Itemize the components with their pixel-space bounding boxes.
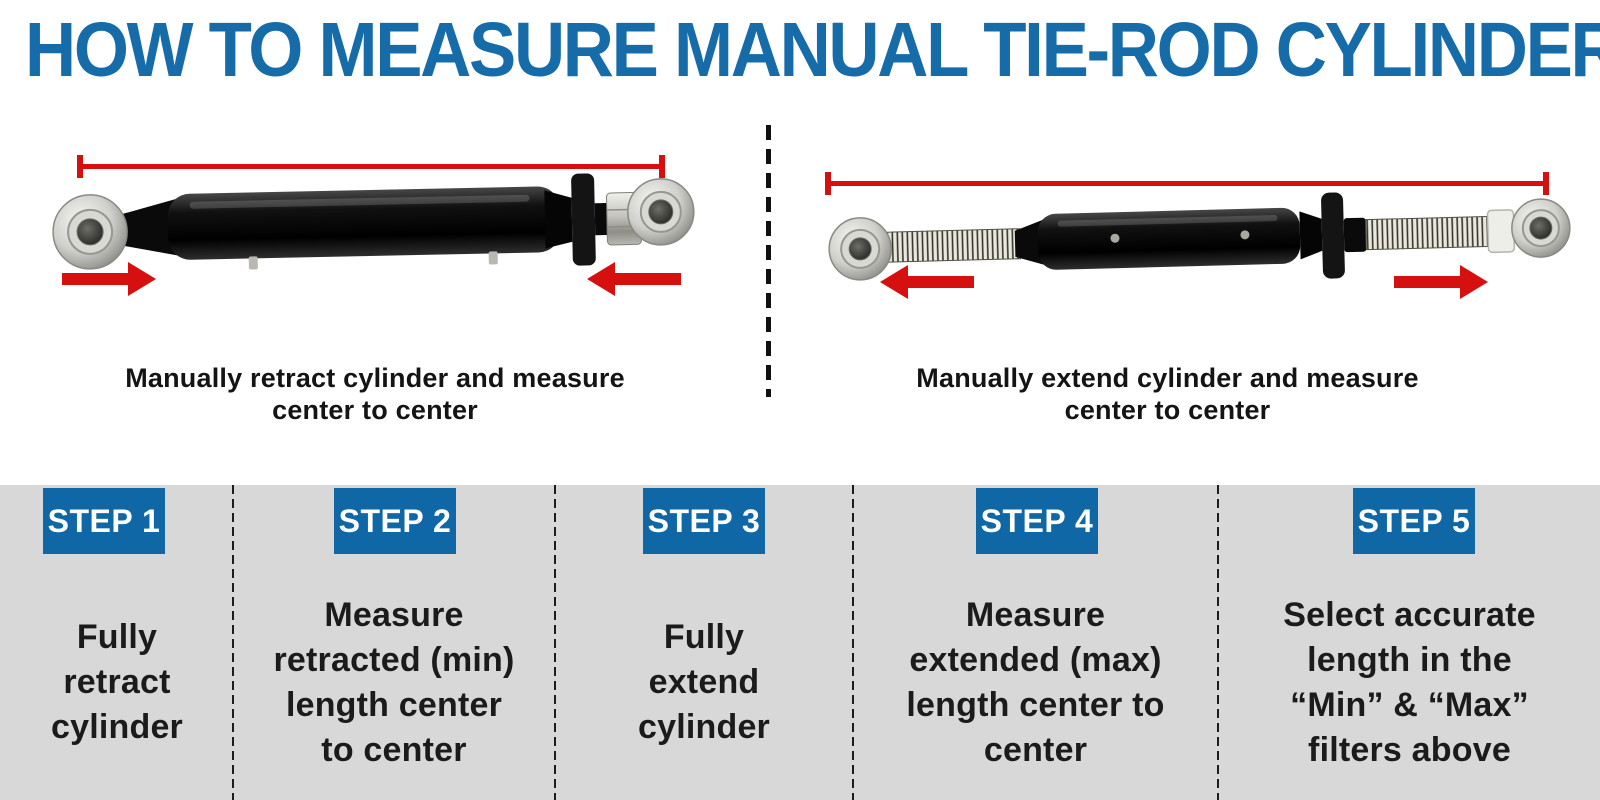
- step-2-text: Measure retracted (min) length center to…: [234, 565, 554, 800]
- retracted-cylinder-photo: [52, 155, 695, 296]
- step-3-line-3: cylinder: [638, 708, 770, 746]
- step-5-text: Select accurate length in the “Min” & “M…: [1219, 565, 1600, 800]
- step-3-text: Fully extend cylinder: [556, 565, 852, 800]
- retract-arrow-left-icon: [587, 262, 681, 296]
- step-divider-1: [232, 485, 234, 800]
- page-title: HOW TO MEASURE MANUAL TIE-ROD CYLINDERS: [25, 7, 1600, 93]
- step-4-text: Measure extended (max) length center to …: [854, 565, 1217, 800]
- step-2-line-3: length center: [285, 685, 503, 724]
- step-2-line-4: to center: [321, 730, 467, 769]
- step-5-line-1: Select accurate: [1283, 595, 1536, 634]
- step-divider-4: [1217, 485, 1219, 800]
- extended-cylinder-body: [828, 192, 1571, 281]
- measure-line-retracted-icon: [77, 155, 665, 178]
- step-4-line-1: Measure: [965, 595, 1106, 634]
- retracted-caption-line-1: Manually retract cylinder and measure: [125, 363, 625, 393]
- extend-arrow-left-icon: [880, 265, 974, 299]
- step-2-line-2: retracted (min): [273, 640, 515, 679]
- step-5-badge: STEP 5: [1353, 488, 1475, 554]
- step-2-line-1: Measure: [324, 595, 464, 634]
- extended-caption-line-2: center to center: [1064, 395, 1271, 425]
- figures-divider: [766, 125, 771, 397]
- extended-caption-line-1: Manually extend cylinder and measure: [916, 363, 1419, 393]
- step-4-line-4: center: [983, 730, 1088, 769]
- step-1-text: Fully retract cylinder: [2, 565, 232, 800]
- step-1-badge: STEP 1: [43, 488, 165, 554]
- extended-cylinder-figure: [810, 150, 1585, 325]
- step-5-line-4: filters above: [1308, 730, 1511, 769]
- measure-line-extended-icon: [825, 172, 1549, 195]
- step-1-line-3: cylinder: [51, 708, 183, 746]
- extended-cylinder-photo: [825, 172, 1571, 299]
- step-5-line-3: “Min” & “Max”: [1290, 685, 1529, 724]
- step-1-line-1: Fully: [76, 618, 158, 656]
- step-1-line-2: retract: [63, 663, 171, 701]
- retracted-caption: Manually retract cylinder and measure ce…: [70, 362, 680, 426]
- step-4-badge: STEP 4: [976, 488, 1098, 554]
- retract-arrow-right-icon: [62, 262, 156, 296]
- step-4-line-2: extended (max): [909, 640, 1162, 679]
- step-divider-2: [554, 485, 556, 800]
- steps-band: STEP 1 STEP 2 STEP 3 STEP 4 STEP 5 Fully…: [0, 485, 1600, 800]
- step-5-line-2: length in the: [1307, 640, 1512, 679]
- step-4-line-3: length center to: [906, 685, 1165, 724]
- step-2-badge: STEP 2: [334, 488, 456, 554]
- extend-arrow-right-icon: [1394, 265, 1488, 299]
- step-divider-3: [852, 485, 854, 800]
- step-3-badge: STEP 3: [643, 488, 765, 554]
- retracted-cylinder-figure: [40, 138, 700, 313]
- step-3-line-2: extend: [648, 663, 760, 701]
- step-3-line-1: Fully: [663, 618, 745, 656]
- retracted-cylinder-body: [52, 173, 695, 270]
- retracted-caption-line-2: center to center: [272, 395, 478, 425]
- extended-caption: Manually extend cylinder and measure cen…: [860, 362, 1475, 426]
